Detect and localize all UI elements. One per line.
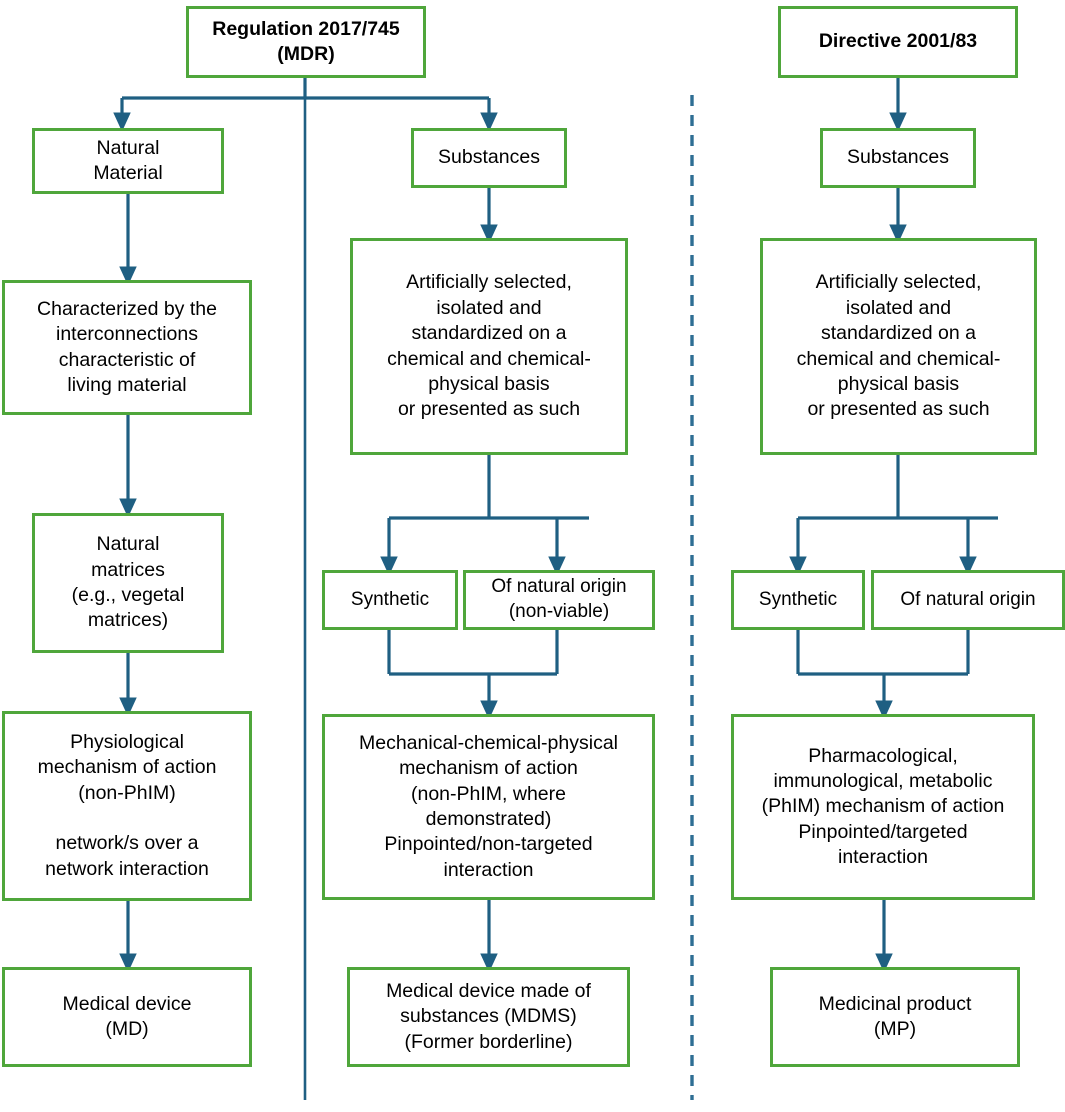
node-right-artificially-selected[interactable]: Artificially selected, isolated and stan…	[760, 238, 1037, 455]
node-mid-substances[interactable]: Substances	[411, 128, 567, 188]
node-right-synthetic[interactable]: Synthetic	[731, 570, 865, 630]
node-right-pharmacological-mechanism[interactable]: Pharmacological, immunological, metaboli…	[731, 714, 1035, 900]
node-mid-artificially-selected[interactable]: Artificially selected, isolated and stan…	[350, 238, 628, 455]
node-mid-of-natural-origin[interactable]: Of natural origin (non-viable)	[463, 570, 655, 630]
node-mdr-root[interactable]: Regulation 2017/745 (MDR)	[186, 6, 426, 78]
node-medical-device[interactable]: Medical device (MD)	[2, 967, 252, 1067]
node-directive-root[interactable]: Directive 2001/83	[778, 6, 1018, 78]
node-medical-device-made-of-substances[interactable]: Medical device made of substances (MDMS)…	[347, 967, 630, 1067]
node-characterized-by-interconnections[interactable]: Characterized by the interconnections ch…	[2, 280, 252, 415]
node-right-of-natural-origin[interactable]: Of natural origin	[871, 570, 1065, 630]
node-mid-mechanical-chemical-physical-mechanism[interactable]: Mechanical-chemical-physical mechanism o…	[322, 714, 655, 900]
node-medicinal-product[interactable]: Medicinal product (MP)	[770, 967, 1020, 1067]
node-natural-material[interactable]: Natural Material	[32, 128, 224, 194]
node-natural-matrices[interactable]: Natural matrices (e.g., vegetal matrices…	[32, 513, 224, 653]
node-mid-synthetic[interactable]: Synthetic	[322, 570, 458, 630]
node-right-substances[interactable]: Substances	[820, 128, 976, 188]
node-physiological-mechanism[interactable]: Physiological mechanism of action (non-P…	[2, 711, 252, 901]
